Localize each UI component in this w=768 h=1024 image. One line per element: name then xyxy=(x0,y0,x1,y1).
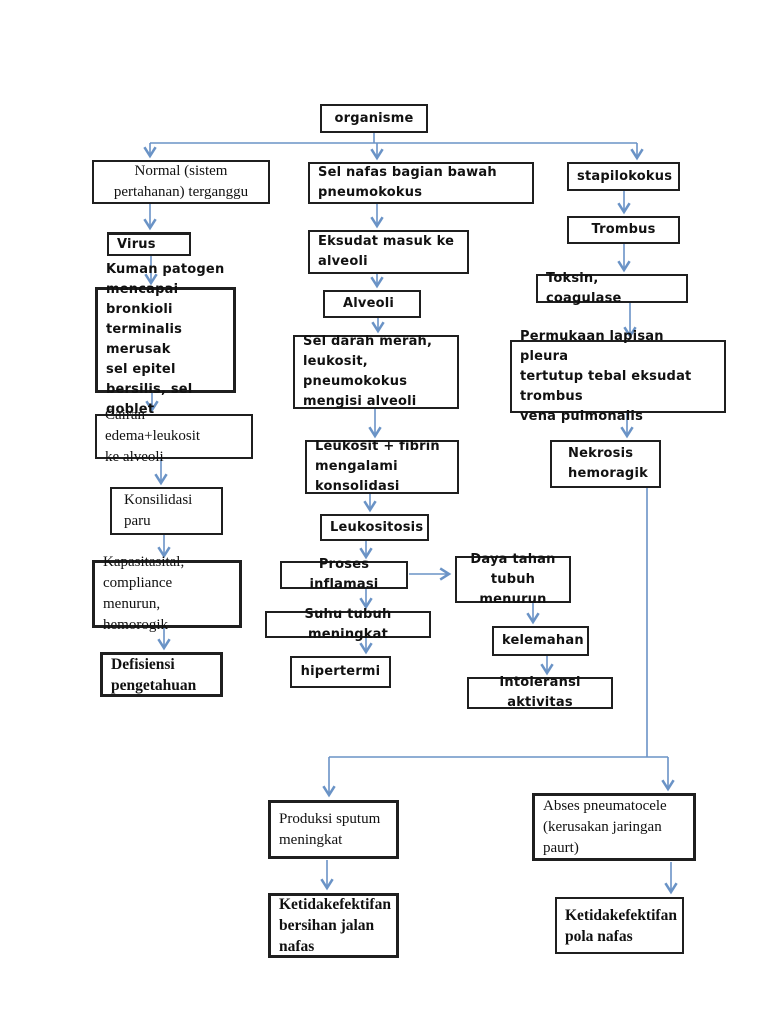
node-organisme: organisme xyxy=(320,104,428,133)
node-virus: Virus xyxy=(107,232,191,256)
node-normal-sistem-pertahanan: Normal (sistem pertahanan) terganggu xyxy=(92,160,270,204)
node-stapilokokus: stapilokokus xyxy=(567,162,680,191)
node-suhu-tubuh-meningkat: Suhu tubuh meningkat xyxy=(265,607,431,642)
node-ketidakefektifan-bersihan-jalan-nafas: Ketidakefektifan bersihan jalan nafas xyxy=(268,893,399,958)
node-produksi-sputum: Produksi sputum meningkat xyxy=(268,800,399,859)
node-toksin-coagulase: Toksin, coagulase xyxy=(536,271,688,306)
node-proses-inflamasi: Proses inflamasi xyxy=(280,557,408,592)
node-defisiensi-pengetahuan: Defisiensi pengetahuan xyxy=(100,652,223,697)
node-sel-darah-merah: Sel darah merah, leukosit, pneumokokus m… xyxy=(293,334,459,409)
node-nekrosis-hemoragik: Nekrosis hemoragik xyxy=(550,440,661,488)
node-leukositosis: Leukositosis xyxy=(320,514,429,541)
node-cairan-edema: Cairan edema+leukosit ke alveoli xyxy=(95,407,253,465)
node-permukaan-lapisan-pleura: Permukaan lapisan pleura tertutup tebal … xyxy=(510,329,726,424)
node-intoleransi-aktivitas: Intoleransi aktivitas xyxy=(467,675,613,710)
node-trombus: Trombus xyxy=(567,216,680,244)
node-kapasitas-compliance: Kapasitasital, compliance menurun, hemor… xyxy=(92,554,242,633)
node-kelemahan: kelemahan xyxy=(492,626,589,656)
node-sel-nafas-bagian-bawah: Sel nafas bagian bawah pneumokokus xyxy=(308,162,534,204)
node-kuman-patogen: Kuman patogen mencapai bronkioli termina… xyxy=(95,262,236,417)
node-leukosit-fibrin: Leukosit + fibrin mengalami konsolidasi xyxy=(305,439,459,494)
node-abses-pneumatocele: Abses pneumatocele (kerusakan jaringan p… xyxy=(532,793,696,861)
node-alveoli: Alveoli xyxy=(323,290,421,318)
node-ketidakefektifan-pola-nafas: Ketidakefektifan pola nafas xyxy=(555,897,684,954)
node-konsilidasi-paru: Konsilidasi paru xyxy=(110,487,223,535)
node-eksudat-masuk: Eksudat masuk ke alveoli xyxy=(308,230,469,274)
node-daya-tahan-tubuh: Daya tahan tubuh menurun xyxy=(455,552,571,607)
node-hipertermi: hipertermi xyxy=(290,656,391,688)
